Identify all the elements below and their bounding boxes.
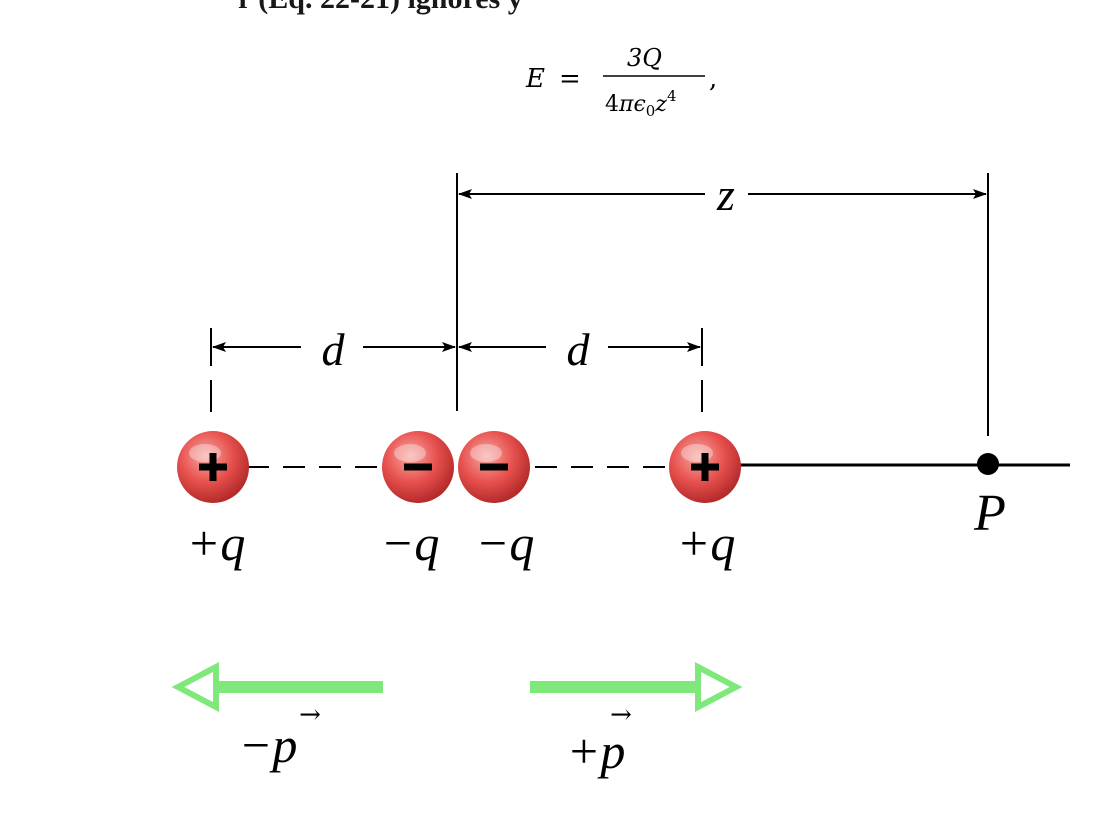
charges: +q −q −q +q	[177, 431, 741, 571]
dipole-left-vector-arrow: →	[299, 700, 321, 730]
positive-charge-4: +q	[669, 431, 741, 571]
equation-numerator: 3Q	[627, 44, 662, 72]
equation-equals: =	[559, 64, 581, 94]
equation-comma: ,	[709, 64, 717, 94]
charge-highlight	[470, 444, 502, 462]
charge-label-4: +q	[677, 515, 736, 571]
negative-charge-3: −q	[458, 431, 534, 571]
point-p-label: P	[973, 485, 1006, 542]
field-equation: E = 3Q 4πϵ0z4 ,	[525, 44, 717, 120]
dipole-left-head	[171, 662, 219, 712]
charge-sign-vertical	[701, 453, 709, 481]
charge-label-2: −q	[381, 515, 440, 571]
charge-label-3: −q	[476, 515, 535, 571]
den-epsilon: ϵ	[633, 92, 645, 117]
dipole-right-vector-arrow: →	[610, 700, 632, 730]
z-label: z	[716, 169, 735, 220]
charge-label-1: +q	[187, 515, 246, 571]
den-epsilon-sub: 0	[646, 102, 656, 120]
d-right-label: d	[567, 324, 591, 375]
dipole-right-head	[695, 662, 743, 712]
point-p-dot	[977, 453, 999, 475]
dipole-left-label: −p	[239, 717, 298, 773]
charge-sign-horizontal	[404, 463, 432, 471]
den-pi: π	[618, 92, 634, 117]
negative-charge-2: −q	[381, 431, 454, 571]
d-left-label: d	[322, 324, 346, 375]
dipole-right-label: +p	[567, 723, 626, 779]
charge-sign-vertical	[209, 453, 217, 481]
charge-sign-horizontal	[480, 463, 508, 471]
charge-highlight	[394, 444, 426, 462]
den-z-exp: 4	[667, 87, 677, 105]
den-four: 4	[605, 92, 619, 117]
dipole-right: → +p	[530, 662, 743, 779]
top-text-fragment: r (Eq. 22-21) ignores y	[238, 0, 523, 15]
equation-denominator: 4πϵ0z4	[605, 87, 676, 120]
dipole-left: → −p	[171, 662, 383, 773]
equation-lhs: E	[525, 64, 545, 94]
positive-charge-1: +q	[177, 431, 249, 571]
den-z: z	[654, 92, 667, 117]
